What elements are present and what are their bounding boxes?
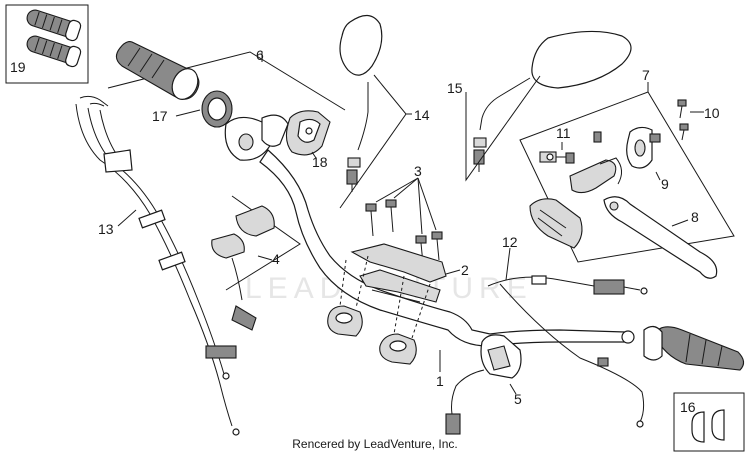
part-17-grip-end[interactable] (201, 90, 233, 128)
callout-9: 9 (661, 176, 669, 192)
riser-alignment-lines (339, 255, 431, 339)
callout-16: 16 (680, 399, 696, 415)
callout-3-leader-d (417, 177, 437, 231)
callout-19: 19 (10, 59, 26, 75)
callout-12-leader (505, 247, 511, 281)
lower-riser-left[interactable] (327, 305, 363, 337)
left-grip[interactable] (115, 41, 202, 104)
callout-3: 3 (414, 163, 422, 179)
right-grip[interactable] (643, 325, 745, 371)
callout-2-leader (445, 269, 461, 275)
part-11-brake-switch[interactable] (539, 151, 575, 164)
lower-riser-right[interactable] (379, 333, 417, 365)
reservoir-housing[interactable] (529, 198, 583, 249)
callout-3-leader-b (393, 177, 419, 199)
callout-17-leader (175, 109, 201, 117)
part-16-box[interactable] (673, 392, 745, 452)
credit-footer: Rencered by LeadVenture, Inc. (292, 437, 458, 451)
callout-3-leader-c (417, 177, 423, 235)
part-1-handlebar[interactable] (259, 149, 635, 347)
part-18-clamp[interactable] (285, 110, 331, 156)
part-10-bolts[interactable] (677, 99, 689, 141)
part-14-bracket (339, 74, 407, 209)
callout-3-leader-a (375, 177, 419, 203)
part-19-grips-box[interactable] (5, 4, 89, 84)
small-screw[interactable] (593, 131, 602, 143)
part-15-right-mirror[interactable] (473, 30, 632, 172)
callout-5-leader (509, 383, 517, 395)
callout-10: 10 (704, 105, 720, 121)
callout-8-leader (671, 219, 689, 227)
callout-1: 1 (436, 373, 444, 389)
part-15-bracket (465, 75, 541, 182)
callout-13: 13 (98, 221, 114, 237)
callout-13-leader (117, 209, 137, 227)
callout-14: 14 (414, 107, 430, 123)
throttle-housing[interactable] (224, 114, 289, 161)
callout-5: 5 (514, 391, 522, 407)
part-13-throttle-cables[interactable] (75, 95, 240, 436)
part-4-clutch-switch[interactable] (211, 205, 275, 331)
part-5-right-switch[interactable] (445, 334, 522, 435)
callout-7: 7 (642, 67, 650, 83)
callout-9-leader (655, 171, 661, 181)
callout-17: 17 (152, 108, 168, 124)
lever-bracket[interactable] (569, 157, 622, 194)
part-12-clutch-cable[interactable] (487, 275, 648, 428)
callout-2: 2 (461, 262, 469, 278)
callout-4-leader (257, 255, 273, 261)
callout-12: 12 (502, 234, 518, 250)
callout-15: 15 (447, 80, 463, 96)
callout-11: 11 (556, 125, 571, 141)
callout-18-leader (311, 151, 317, 159)
callout-8: 8 (691, 209, 699, 225)
part-9-lever-clamp[interactable] (626, 126, 661, 169)
part-3-clamp-bolts[interactable] (365, 199, 443, 265)
callout-4: 4 (272, 251, 280, 267)
callout-6: 6 (256, 47, 264, 63)
part-14-left-mirror[interactable] (339, 14, 383, 192)
part-2-upper-clamp[interactable] (350, 243, 447, 303)
part-8-brake-lever[interactable] (603, 196, 718, 279)
callout-18: 18 (312, 154, 328, 170)
